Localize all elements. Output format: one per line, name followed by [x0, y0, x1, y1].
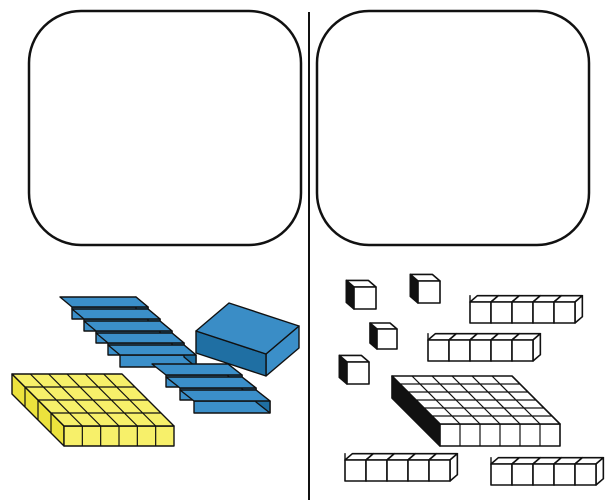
blue-ten-rod-2-top	[72, 309, 160, 319]
unit-cube-4-front	[347, 362, 369, 384]
rod-of-five-2-cube-front	[491, 340, 512, 361]
rod-of-five-3-cube-front	[345, 460, 366, 481]
rod-of-five-4-cube-front	[575, 464, 596, 485]
unit-cube-3-front	[377, 329, 397, 349]
rod-of-five-2-cube-front	[449, 340, 470, 361]
rod-of-five-4-cube-front	[533, 464, 554, 485]
rod-of-five-4-cube-front	[512, 464, 533, 485]
unit-cube-2-front	[418, 281, 440, 303]
rod-of-five-2-cube-front	[428, 340, 449, 361]
left-answer-box	[29, 11, 301, 245]
rod-of-five-2-cube-front	[470, 340, 491, 361]
blue-ten-rod-1-top	[60, 297, 148, 307]
right-answer-box	[317, 11, 589, 245]
unit-cube-1-front	[354, 287, 376, 309]
right-outline-blocks	[339, 274, 603, 485]
left-colored-blocks	[12, 297, 299, 446]
rod-of-five-3-cube-front	[387, 460, 408, 481]
rod-of-five-1-cube-front	[470, 302, 491, 323]
rod-of-five-1-cube-front	[533, 302, 554, 323]
blue-ten-rod-6-top	[152, 364, 242, 375]
blue-ten-rod-5-top	[108, 345, 196, 355]
rod-of-five-4-cube-front	[491, 464, 512, 485]
rod-of-five-3-cube-front	[429, 460, 450, 481]
blue-ten-rod-3-top	[84, 321, 172, 331]
rod-of-five-1-cube-front	[512, 302, 533, 323]
rod-of-five-3-cube-front	[408, 460, 429, 481]
blue-ten-rod-7-top	[166, 377, 256, 388]
rod-of-five-2-cube-front	[512, 340, 533, 361]
blue-ten-rod-4-top	[96, 333, 184, 343]
rod-of-five-1-cube-front	[491, 302, 512, 323]
rod-of-five-3-cube-front	[366, 460, 387, 481]
rod-of-five-1-cube-front	[554, 302, 575, 323]
rod-of-five-4-cube-front	[554, 464, 575, 485]
blue-ten-rod-8-top	[180, 390, 270, 401]
